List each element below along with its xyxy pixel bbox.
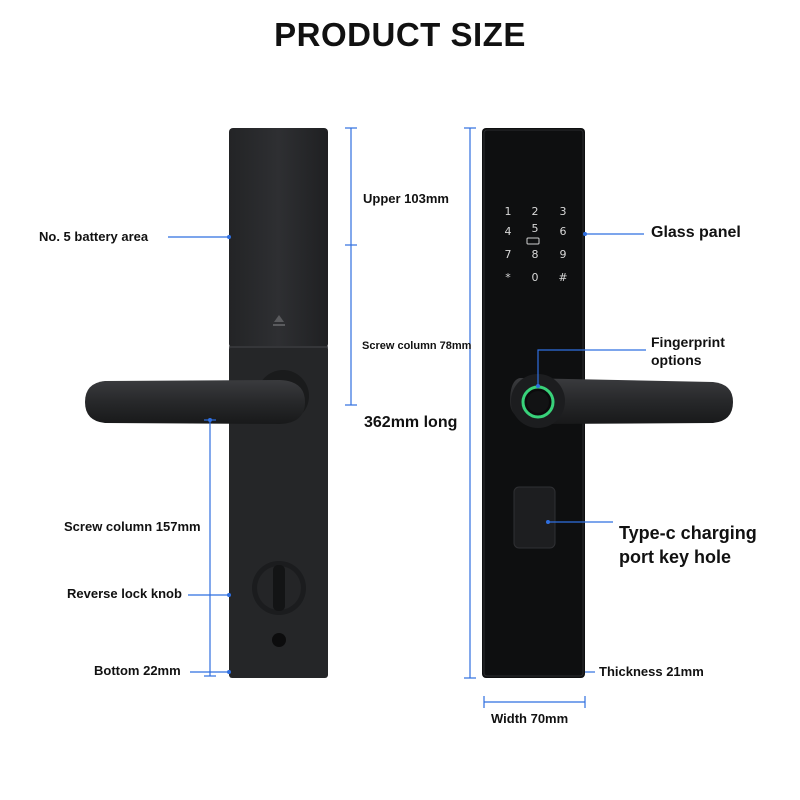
upper-dimension-label: Upper 103mm bbox=[363, 191, 449, 206]
screw-column-157-label: Screw column 157mm bbox=[64, 519, 201, 534]
keypad-key[interactable]: # bbox=[558, 271, 567, 284]
keypad-key[interactable]: 2 bbox=[532, 205, 539, 218]
keypad-key[interactable]: 9 bbox=[560, 248, 567, 261]
back-lock-view bbox=[85, 128, 328, 678]
card-reader-icon bbox=[526, 237, 540, 245]
typec-label-line1: Type-c charging bbox=[619, 523, 757, 543]
leader-dots bbox=[208, 232, 587, 674]
keypad-key[interactable]: * bbox=[505, 271, 511, 284]
fingerprint-options-label: Fingerprint options bbox=[651, 333, 725, 369]
front-handle bbox=[510, 374, 733, 428]
page-title: PRODUCT SIZE bbox=[274, 16, 526, 53]
back-lock-upper-plate bbox=[229, 128, 328, 348]
typec-label-line2: port key hole bbox=[619, 547, 732, 567]
typec-port-label: Type-c charging port key hole bbox=[619, 521, 757, 569]
keypad-key[interactable]: 3 bbox=[560, 205, 567, 218]
dimension-lines bbox=[168, 127, 646, 708]
screw-column-78-label: Screw column 78mm bbox=[362, 340, 472, 352]
fingerprint-label-line2: options bbox=[651, 352, 702, 368]
reverse-lock-knob-label: Reverse lock knob bbox=[67, 586, 182, 601]
keypad-key[interactable]: 0 bbox=[532, 271, 539, 284]
back-handle bbox=[85, 370, 309, 424]
keypad-key[interactable]: 5 bbox=[532, 222, 539, 235]
front-lock-view: 1 2 3 4 5 6 7 8 9 * 0 # bbox=[482, 128, 733, 678]
keypad-key[interactable]: 1 bbox=[505, 205, 512, 218]
thickness-label: Thickness 21mm bbox=[599, 664, 704, 679]
keypad-key[interactable]: 4 bbox=[505, 225, 512, 238]
bottom-dimension-label: Bottom 22mm bbox=[94, 663, 181, 678]
key-cylinder-hole bbox=[272, 633, 286, 647]
battery-cover-arrow-icon bbox=[273, 315, 285, 326]
keypad-key[interactable]: 6 bbox=[560, 225, 567, 238]
battery-area-label: No. 5 battery area bbox=[39, 229, 149, 244]
width-label: Width 70mm bbox=[491, 711, 569, 726]
typec-port-cover bbox=[513, 486, 556, 549]
keypad-key[interactable]: 7 bbox=[505, 248, 512, 261]
reverse-lock-knob bbox=[252, 561, 306, 615]
keypad-key[interactable]: 8 bbox=[532, 248, 539, 261]
total-length-label: 362mm long bbox=[364, 414, 458, 431]
fingerprint-label-line1: Fingerprint bbox=[651, 334, 725, 350]
keypad: 1 2 3 4 5 6 7 8 9 * 0 # bbox=[505, 205, 568, 284]
glass-panel-label: Glass panel bbox=[651, 224, 741, 241]
